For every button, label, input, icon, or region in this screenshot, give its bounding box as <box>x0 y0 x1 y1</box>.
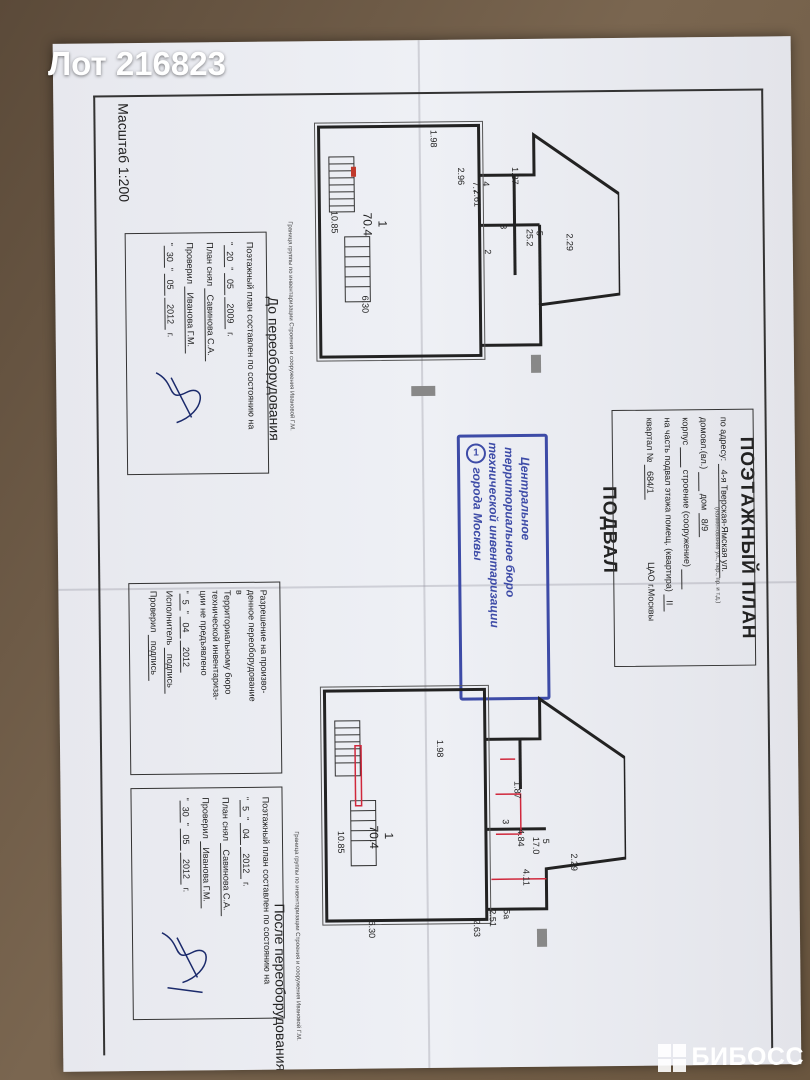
permission-date: "5" 04 2012 <box>179 590 192 674</box>
floor-plan-sheet: Масштаб 1:200 ПОЭТАЖНЫЙ ПЛАН ПОДВАЛ по а… <box>52 36 802 1072</box>
lot-title-watermark: Лот 216823 <box>48 45 226 82</box>
permission-line4: Территориальному бюро <box>222 590 234 695</box>
before-room2-number: 2 <box>482 249 493 255</box>
before-dim-top: 1.98 <box>428 129 439 148</box>
signature-after <box>161 932 207 994</box>
frame-right <box>761 88 774 1049</box>
title-block-frame <box>611 408 757 668</box>
cert-after-date: "5" 04 2012 г. <box>239 796 252 887</box>
before-room5-area: 25.2 <box>524 228 535 247</box>
before-room1-area: 70.4 <box>360 212 375 237</box>
frame-left <box>93 95 106 1056</box>
signature-before <box>155 372 201 424</box>
after-dim-e: 2.51 <box>487 909 498 927</box>
after-room5-number: 5 <box>540 838 552 844</box>
cert-before-drawn: План снял Савинова С.А. <box>204 242 216 362</box>
after-room1-number: 1 <box>381 832 396 840</box>
cert-before-check-date: "30" 05 2012 г. <box>163 242 176 338</box>
permission-line5: технической инвентариза- <box>210 590 222 701</box>
logo-icon <box>657 1043 686 1072</box>
cert-after-line1: Поэтажный план составлен по состоянию на <box>260 796 273 985</box>
cert-after-drawn: План снял Савинова С.А. <box>220 797 232 917</box>
cert-after-check-date: "30" 05 2012 г. <box>179 797 192 893</box>
before-dim-d: 2.29 <box>564 233 575 252</box>
cert-before-line1: Поэтажный план составлен по состоянию на <box>244 241 257 430</box>
after-dim-top: 1.98 <box>434 739 446 758</box>
before-dim-b: 1.87 <box>509 167 521 185</box>
cert-before-checked: Проверил Иванова Г.М. <box>184 242 196 354</box>
before-dim-a: 2.96 <box>455 167 467 186</box>
after-dim-f: 2.63 <box>471 919 483 938</box>
after-dim-a: 1.87 <box>512 781 523 799</box>
cert-before-date: "20" 05 2009 г. <box>223 241 236 337</box>
before-room3-number: 3 <box>498 224 509 230</box>
permission-line1: Разрешение на произво- <box>258 589 270 694</box>
before-dim-height: 10.85 <box>329 210 340 234</box>
plan-after <box>319 684 628 947</box>
before-room4-area: 7.7 <box>471 181 482 195</box>
after-room1-area: 70.4 <box>366 825 382 850</box>
after-room5a-number: 5а <box>501 909 512 920</box>
before-room4-number: 4 <box>481 181 492 187</box>
permission-line3: в <box>234 589 245 595</box>
permission-checked: Проверил подпись <box>147 591 160 681</box>
bibos-logo: БИБОСС <box>657 1043 804 1072</box>
before-dim-bottom: 6.30 <box>360 295 371 314</box>
after-room3-number: 3 <box>500 819 511 825</box>
permission-executor: Исполнитель подпись <box>163 591 176 694</box>
after-dim-b: 4.84 <box>515 828 527 847</box>
cert-after-checked: Проверил Иванова Г.М. <box>199 797 212 908</box>
after-dim-c: 4.11 <box>521 868 532 886</box>
after-dim-height: 10.85 <box>335 830 347 854</box>
after-dim-bottom: 6.30 <box>366 920 378 939</box>
permission-line2: денное переоборудование <box>246 589 258 702</box>
permission-line6: ции не предъявлено <box>198 590 210 676</box>
after-dim-d: 2.29 <box>569 853 580 872</box>
scale-label: Масштаб 1:200 <box>115 103 133 203</box>
plan-before <box>313 120 622 397</box>
before-room5-number: 5 <box>534 230 545 236</box>
before-room1-number: 1 <box>375 220 390 228</box>
after-room5-area: 17.0 <box>530 836 542 855</box>
